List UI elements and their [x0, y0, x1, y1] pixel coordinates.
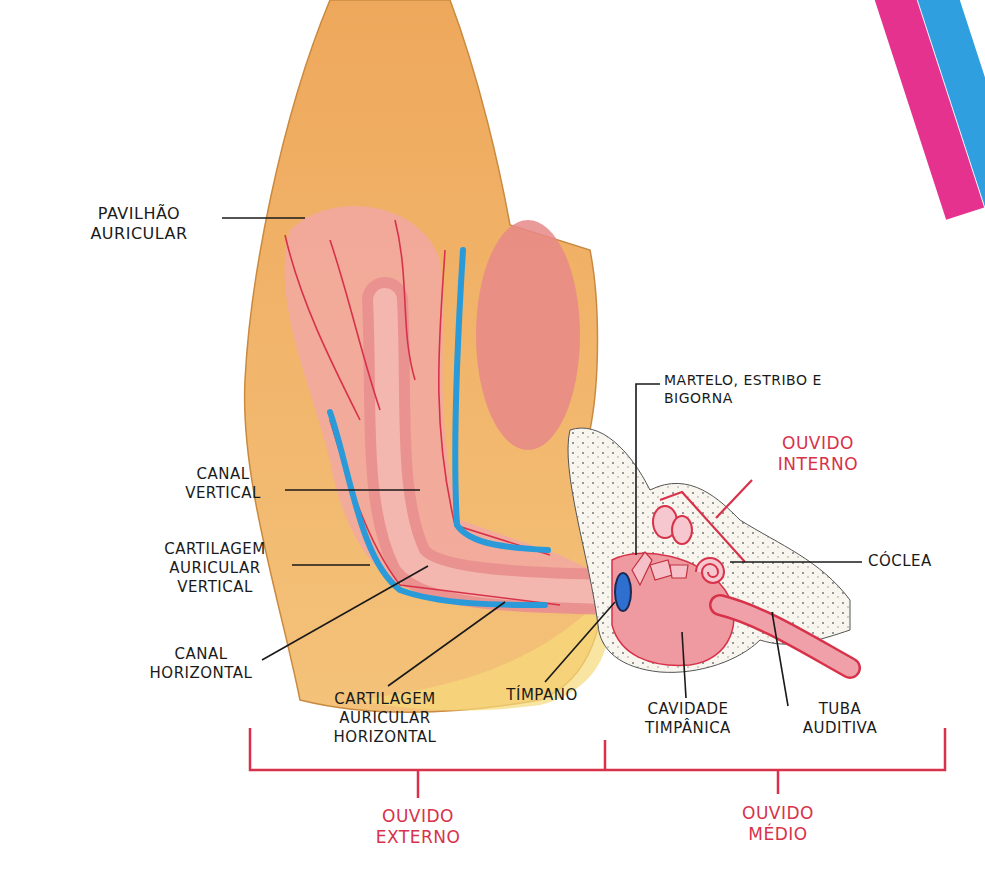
marker-pens	[866, 0, 985, 220]
region-label: OUVIDO INTERNO	[752, 433, 884, 476]
pinna-inner	[285, 206, 614, 612]
part-label: PAVILHÃO AURICULAR	[60, 204, 218, 244]
part-label: CANAL HORIZONTAL	[126, 645, 276, 683]
ossicles	[632, 552, 688, 585]
part-label: CANAL VERTICAL	[162, 465, 284, 503]
part-label: CÓCLEA	[868, 552, 978, 571]
auditory-tube	[720, 605, 850, 668]
part-label: TÍMPANO	[492, 686, 592, 705]
part-label: CARTILAGEM AURICULAR HORIZONTAL	[305, 690, 465, 746]
region-label: OUVIDO MÉDIO	[713, 803, 843, 846]
inner-ear	[653, 506, 724, 583]
antitragus	[476, 220, 580, 450]
part-label: MARTELO, ESTRIBO E BIGORNA	[664, 372, 836, 407]
leader-lines	[222, 218, 862, 706]
region-label: OUVIDO EXTERNO	[352, 806, 484, 849]
cartilage	[330, 250, 548, 605]
tympanum	[615, 573, 631, 611]
part-label: CAVIDADE TIMPÂNICA	[622, 700, 754, 738]
part-label: TUBA AUDITIVA	[786, 700, 894, 738]
part-label: CARTILAGEM AURICULAR VERTICAL	[140, 540, 290, 596]
